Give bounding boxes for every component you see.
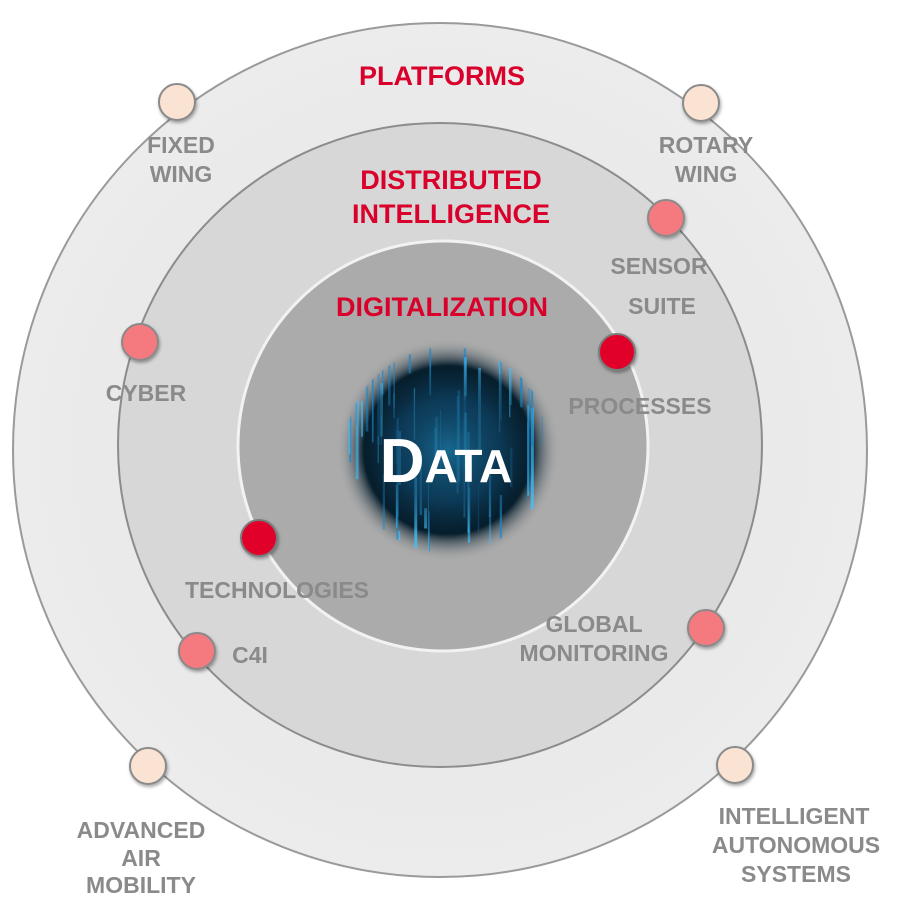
cyber-label: CYBER — [106, 380, 187, 406]
rotary-wing-node[interactable] — [682, 84, 720, 122]
cyber-node[interactable] — [121, 323, 159, 361]
data-streak — [388, 355, 391, 406]
data-label: DATA — [380, 427, 513, 496]
fixed-wing-label-line2: WING — [150, 161, 213, 187]
data-streak — [365, 349, 369, 432]
technologies-node[interactable] — [240, 519, 278, 557]
data-streak — [361, 400, 363, 437]
intelligent-autonomous-label-line3: SYSTEMS — [741, 861, 851, 887]
data-streak — [408, 350, 412, 374]
rotary-wing-label-line2: WING — [675, 161, 738, 187]
global-monitoring-label-line2: MONITORING — [519, 640, 668, 666]
c4i-node[interactable] — [178, 632, 216, 670]
data-streak — [531, 363, 534, 448]
digitalization-title: DIGITALIZATION — [336, 292, 548, 322]
fixed-wing-node[interactable] — [158, 83, 196, 121]
advanced-air-mobility-label: ADVANCED — [77, 817, 206, 843]
global-monitoring-label: GLOBAL — [545, 611, 642, 637]
advanced-air-mobility-label-line3: MOBILITY — [86, 872, 196, 898]
advanced-air-mobility-node[interactable] — [129, 747, 167, 785]
processes-label: PROCESSES — [568, 393, 711, 419]
sensor-suite-label-line2: SUITE — [628, 293, 696, 319]
advanced-air-mobility-label-line2: AIR — [121, 845, 161, 871]
data-streak — [499, 494, 503, 553]
intelligent-autonomous-label-line2: AUTONOMOUS — [712, 832, 880, 858]
global-monitoring-node[interactable] — [687, 609, 725, 647]
sensor-suite-label: SENSOR — [610, 253, 708, 279]
distributed-intelligence-title: DISTRIBUTED — [360, 165, 542, 195]
sensor-suite-node[interactable] — [647, 199, 685, 237]
platforms-title: PLATFORMS — [359, 61, 525, 91]
c4i-label: C4I — [232, 642, 268, 668]
data-streak — [355, 373, 359, 480]
data-streak — [393, 347, 395, 409]
intelligent-autonomous-label: INTELLIGENT — [719, 803, 870, 829]
fixed-wing-label: FIXED — [147, 132, 215, 158]
data-streak — [382, 347, 384, 395]
distributed-intelligence-title-line2: INTELLIGENCE — [352, 199, 550, 229]
intelligent-autonomous-node[interactable] — [716, 746, 754, 784]
technologies-label: TECHNOLOGIES — [185, 577, 369, 603]
data-streak — [541, 416, 543, 446]
rotary-wing-label: ROTARY — [659, 132, 754, 158]
processes-node[interactable] — [598, 333, 636, 371]
data-streak — [510, 347, 512, 405]
data-core-graphic — [336, 338, 560, 562]
